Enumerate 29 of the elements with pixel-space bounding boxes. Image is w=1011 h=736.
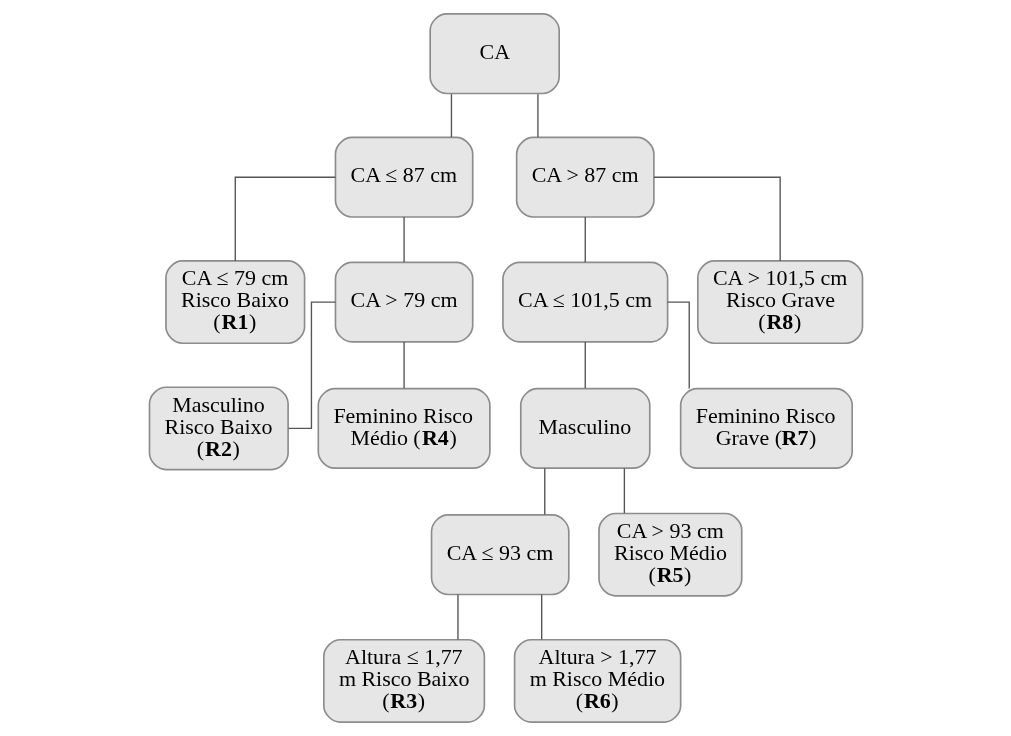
connector [584,216,586,263]
node-box: CA > 87 cm [515,136,655,218]
node-box: Altura > 1,77 m Risco Médio (R6) [513,638,681,723]
connector [536,93,539,138]
connector [540,593,542,641]
connector [402,341,405,389]
connector [543,467,545,516]
node-box: Feminino Risco Médio (R4) [317,387,491,469]
node-box: Masculino Risco Baixo (R2) [148,386,289,471]
node-box: CA ≤ 79 cm Risco Baixo (R1) [164,260,305,345]
node-box: CA ≤ 87 cm [334,136,474,218]
connector [450,93,452,138]
connector [402,216,405,263]
node-box: Feminino Risco Grave (R7) [679,387,853,469]
connector [234,176,336,262]
connector [584,341,586,389]
connector [666,301,690,390]
node-box: Altura ≤ 1,77 m Risco Baixo (R3) [322,638,485,723]
connector [456,593,459,641]
node-box: CA ≤ 101,5 cm [501,261,668,343]
node-box: CA > 93 cm Risco Médio (R5) [597,512,743,597]
connector [652,176,781,262]
connector [287,301,336,430]
node-box: CA > 79 cm [334,261,474,343]
connector [623,467,625,514]
node-box: CA > 101,5 cm Risco Grave (R8) [696,260,863,345]
node-box: CA [428,13,560,95]
node-box: CA ≤ 93 cm [430,514,570,596]
node-box: Masculino [519,387,651,469]
